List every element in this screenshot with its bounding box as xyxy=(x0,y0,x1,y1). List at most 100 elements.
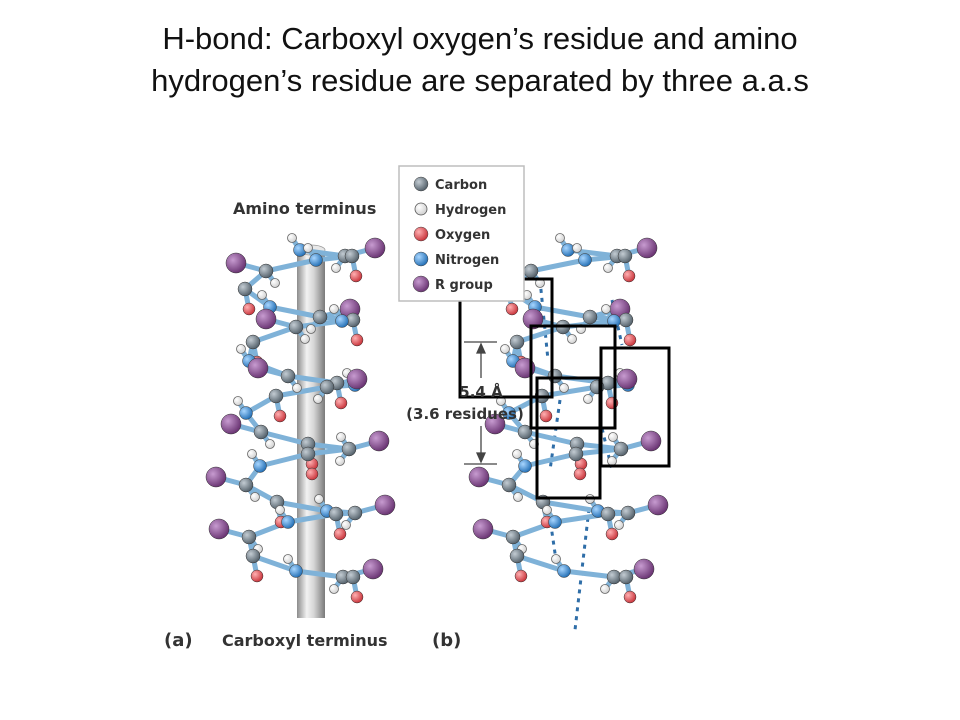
helix-a-atoms xyxy=(205,233,396,604)
oxygen-atom xyxy=(305,467,319,481)
hydrogen-atom xyxy=(335,456,345,466)
highlight-box-4 xyxy=(535,376,602,500)
helix-b-atoms xyxy=(468,233,669,604)
r-group-atom xyxy=(636,237,658,259)
hydrogen-atom xyxy=(559,383,569,393)
hydrogen-atom xyxy=(512,449,522,459)
oxygen-atom xyxy=(334,396,348,410)
carbon-atom xyxy=(617,248,633,264)
oxygen-atom xyxy=(539,409,553,423)
hydrogen-atom xyxy=(270,278,280,288)
amino-terminus-label: Amino terminus xyxy=(233,199,376,218)
nitrogen-atom xyxy=(309,253,323,267)
oxygen-atom xyxy=(250,569,264,583)
r-group-atom xyxy=(364,237,386,259)
nitrogen-atom xyxy=(253,459,267,473)
oxygen-atom xyxy=(333,527,347,541)
hydrogen-atom xyxy=(300,334,310,344)
nitrogen-atom xyxy=(335,314,349,328)
carbon-atom xyxy=(237,281,253,297)
hydrogen-atom xyxy=(608,432,618,442)
r-group-atom xyxy=(247,357,269,379)
panel-b-label: (b) xyxy=(432,630,461,651)
legend-label-oxygen: Oxygen xyxy=(435,228,490,243)
covalent-bond xyxy=(514,324,566,345)
legend-label-hydrogen: Hydrogen xyxy=(435,203,506,218)
nitrogen-legend-icon xyxy=(413,251,429,267)
hydrogen-atom xyxy=(236,344,246,354)
carbon-atom xyxy=(328,506,344,522)
hydrogen-atom xyxy=(542,505,552,515)
oxygen-atom xyxy=(242,302,256,316)
covalent-bond xyxy=(250,324,299,345)
covalent-bond xyxy=(514,553,567,574)
carbon-atom xyxy=(505,529,521,545)
carbon-atom xyxy=(245,548,261,564)
covalent-bond xyxy=(258,429,311,447)
covalent-bond xyxy=(267,304,323,320)
carbon-atom xyxy=(618,312,634,328)
oxygen-atom xyxy=(623,590,637,604)
hydrogen-atom xyxy=(283,554,293,564)
r-group-atom xyxy=(220,413,242,435)
oxygen-atom xyxy=(349,269,363,283)
oxygen-atom xyxy=(573,467,587,481)
covalent-bond xyxy=(522,429,580,447)
nitrogen-atom xyxy=(239,406,253,420)
covalent-bond xyxy=(273,384,330,399)
panel-a-label: (a) xyxy=(164,630,193,651)
hydrogen-atom xyxy=(567,334,577,344)
nitrogen-atom xyxy=(281,515,295,529)
carbon-atom xyxy=(238,477,254,493)
r-group-atom xyxy=(362,558,384,580)
highlight-box-2 xyxy=(529,324,617,430)
carbon-atom xyxy=(300,446,316,462)
covalent-bond xyxy=(263,257,319,274)
nitrogen-atom xyxy=(289,564,303,578)
oxygen-atom xyxy=(350,590,364,604)
covalent-bond xyxy=(561,568,617,580)
title-line-1: H-bond: Carboxyl oxygen’s residue and am… xyxy=(162,21,798,56)
oxygen-atom xyxy=(514,569,528,583)
carbon-atom xyxy=(253,424,269,440)
hydrogen-atom xyxy=(313,394,323,404)
hydrogen-atom xyxy=(601,304,611,314)
carbon-atom xyxy=(600,506,616,522)
oxygen-atom xyxy=(350,333,364,347)
r-group-atom xyxy=(647,494,669,516)
hydrogen-atom xyxy=(607,456,617,466)
hydrogen-atom xyxy=(292,383,302,393)
carbon-atom xyxy=(501,477,517,493)
slide-title: H-bond: Carboxyl oxygen’s residue and am… xyxy=(0,18,960,102)
covalent-bond xyxy=(540,499,601,514)
oxygen-legend-icon xyxy=(413,226,429,242)
r-group-atom xyxy=(616,368,638,390)
hydrogen-atom xyxy=(600,584,610,594)
hydrogen-atom xyxy=(329,304,339,314)
carbon-atom xyxy=(618,569,634,585)
r-group-atom xyxy=(225,252,247,274)
hydrogen-atom xyxy=(583,394,593,404)
hydrogen-atom xyxy=(331,263,341,273)
hydrogen-atom xyxy=(603,263,613,273)
carbon-atom xyxy=(547,368,563,384)
carbon-atom xyxy=(268,388,284,404)
hydrogen-atom xyxy=(247,449,257,459)
carbon-atom xyxy=(341,441,357,457)
r-group-atom xyxy=(208,518,230,540)
carbon-atom xyxy=(280,368,296,384)
hydrogen-atom xyxy=(329,584,339,594)
hydrogen-atom xyxy=(275,505,285,515)
covalent-bond xyxy=(532,304,593,320)
nitrogen-atom xyxy=(518,459,532,473)
hydrogen-atom xyxy=(500,344,510,354)
covalent-bond xyxy=(250,553,299,574)
hydrogen-atom xyxy=(555,233,565,243)
hydrogen-atom xyxy=(551,554,561,564)
oxygen-atom xyxy=(505,302,519,316)
hydrogen-bond xyxy=(573,499,592,631)
carbon-atom xyxy=(347,505,363,521)
hydrogen-legend-icon xyxy=(414,202,428,216)
r-group-atom xyxy=(255,308,277,330)
